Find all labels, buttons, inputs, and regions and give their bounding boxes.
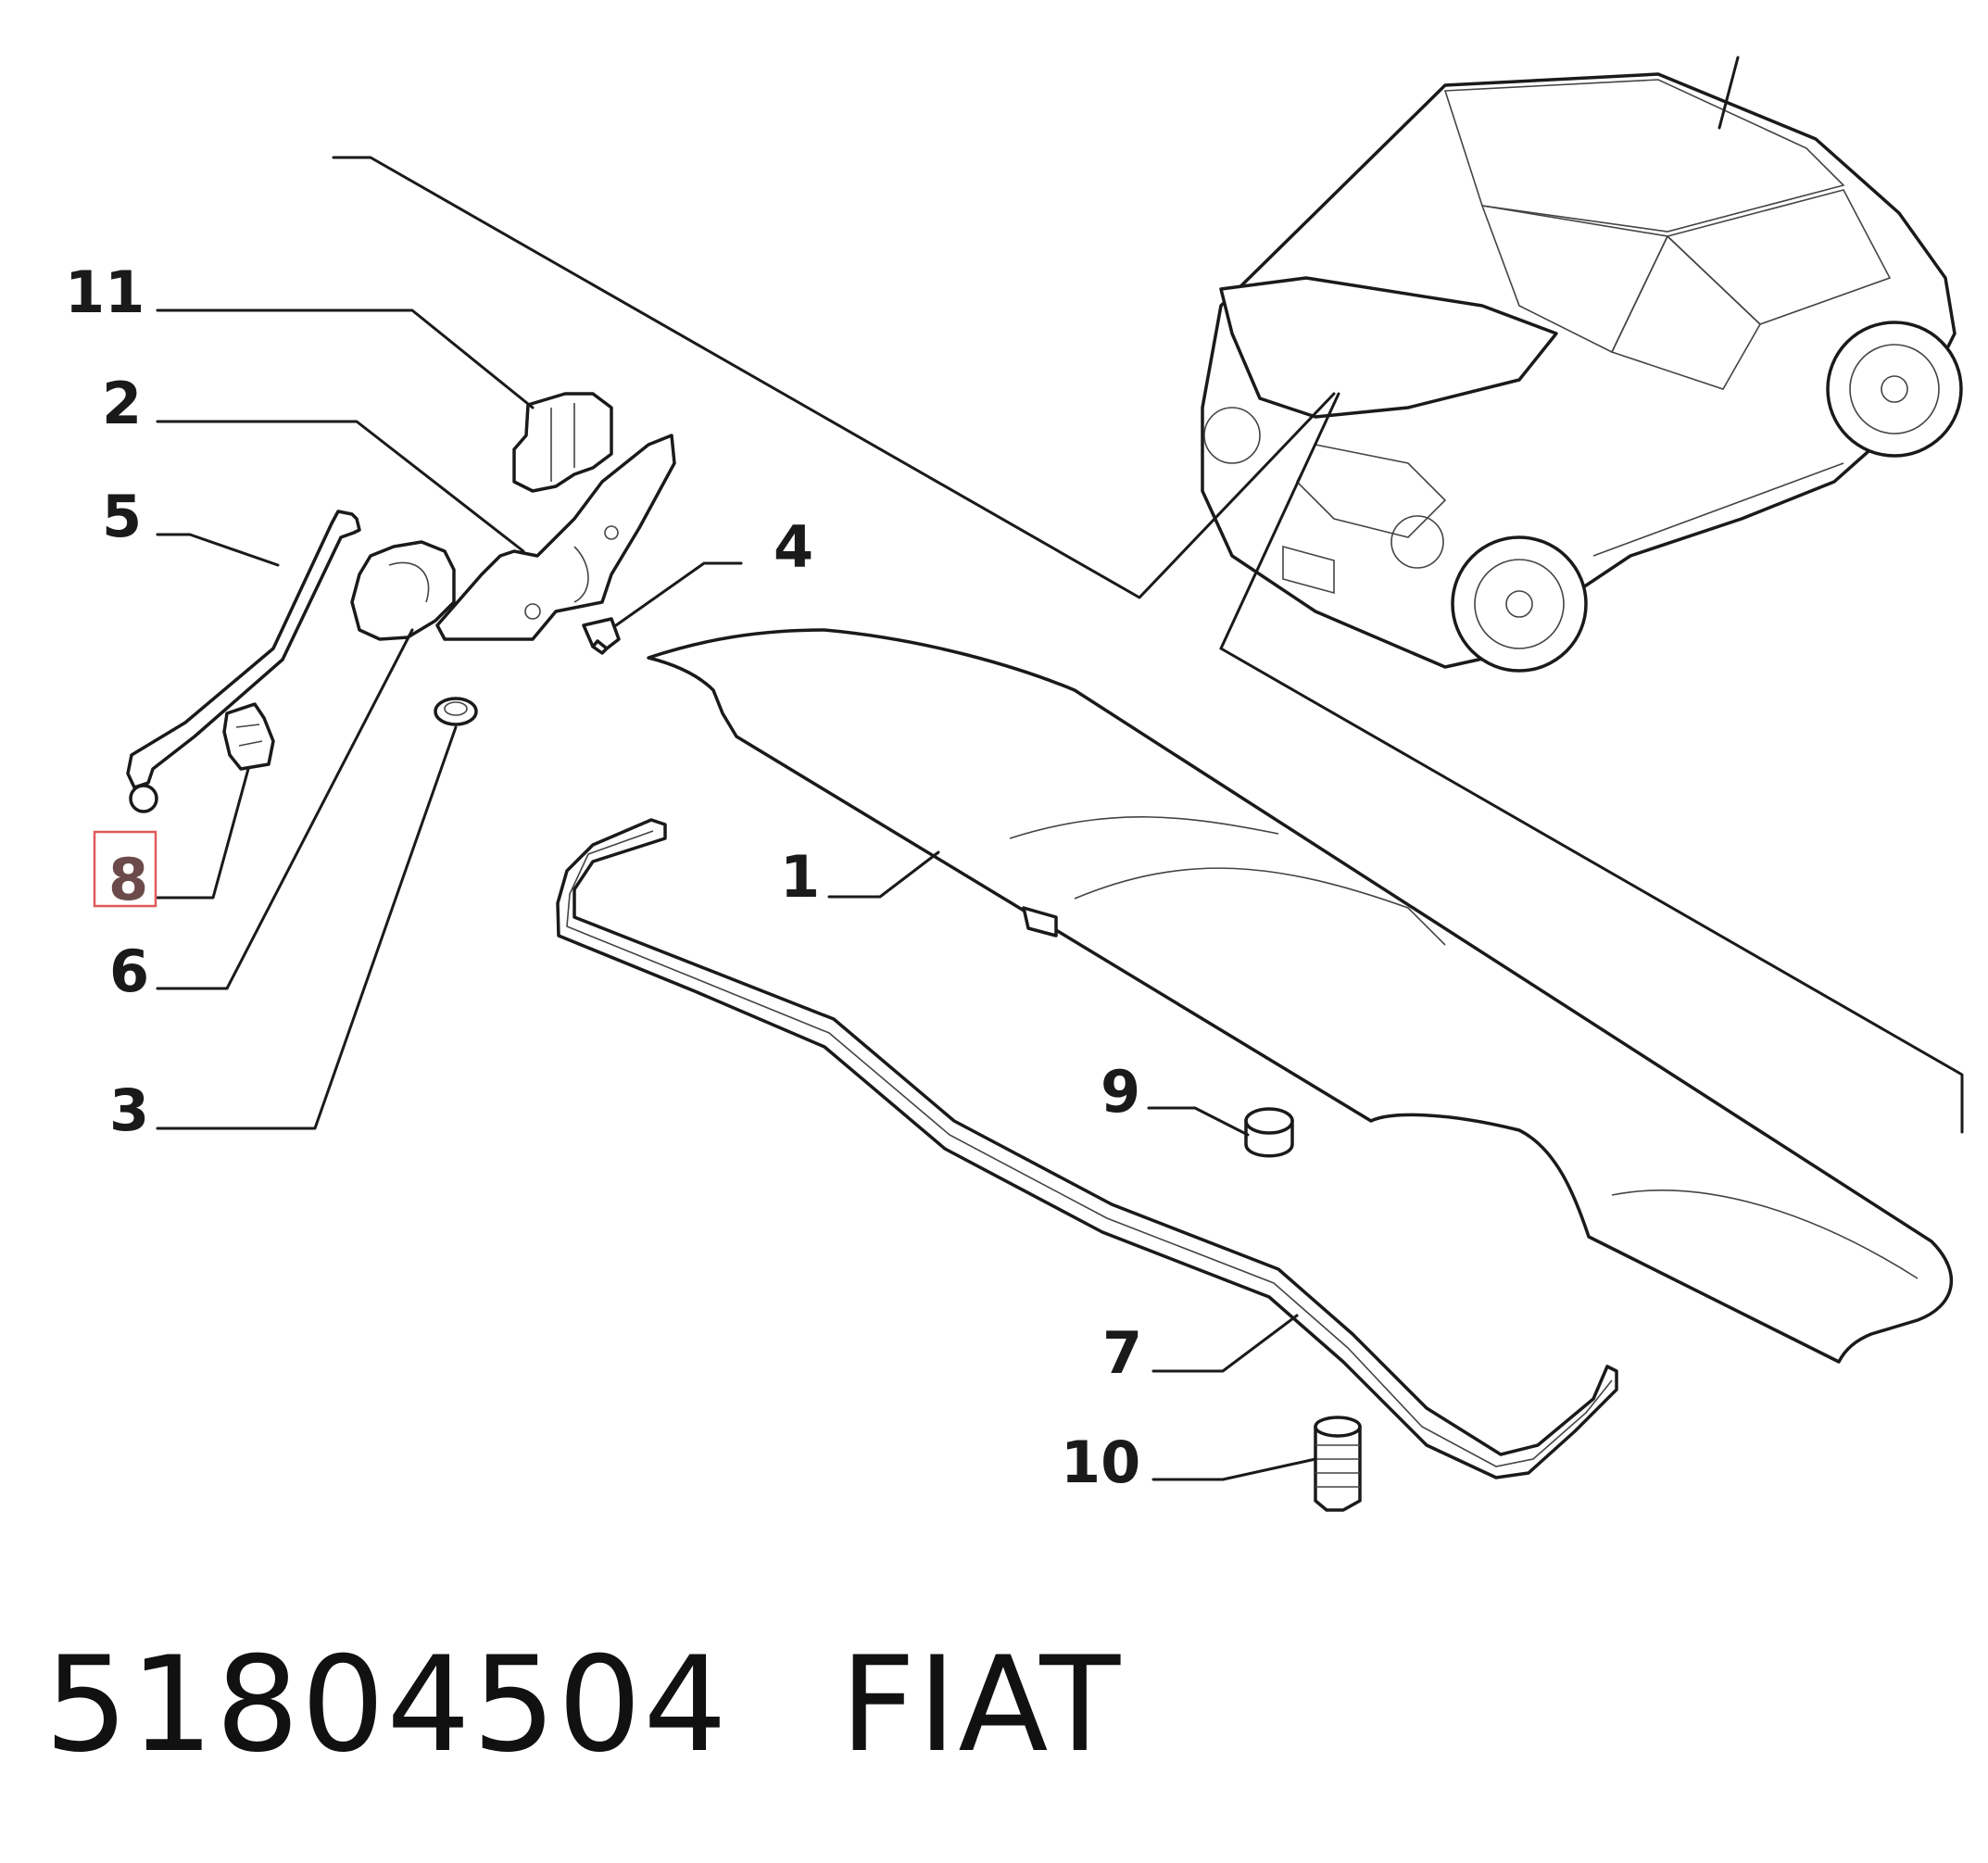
part-7-seal xyxy=(556,818,1618,1479)
leader-6 xyxy=(156,628,414,990)
callout-labels: 11 2 5 4 8 1 6 9 3 7 10 xyxy=(65,258,1142,1496)
leader-lines xyxy=(156,308,1317,1481)
leader-7 xyxy=(1151,1314,1299,1373)
callout-label-10[interactable]: 10 xyxy=(1061,1429,1140,1496)
part-3-grommet xyxy=(434,697,478,726)
part-2-hinge xyxy=(435,434,676,641)
leader-5 xyxy=(156,533,280,567)
part-11-latch xyxy=(512,392,613,493)
part-8-small-clip xyxy=(222,702,275,771)
leader-4 xyxy=(614,561,743,627)
leader-3 xyxy=(156,725,458,1130)
leader-9 xyxy=(1147,1106,1250,1137)
callout-label-11[interactable]: 11 xyxy=(65,258,145,326)
part-10-buffer xyxy=(1314,1416,1362,1512)
part-9-pad xyxy=(1244,1107,1294,1158)
part-4-bolt xyxy=(582,617,621,655)
part-6-clip xyxy=(350,540,456,641)
callout-label-3[interactable]: 3 xyxy=(109,1076,149,1144)
callout-label-9[interactable]: 9 xyxy=(1101,1058,1140,1126)
callout-8-highlight-box xyxy=(93,830,157,908)
brand-name: FIAT xyxy=(839,1628,1123,1781)
part-1-bonnet xyxy=(647,628,1954,1364)
callout-label-4[interactable]: 4 xyxy=(774,513,813,581)
car-illustration xyxy=(1201,56,1963,673)
part-5-rod xyxy=(126,510,361,813)
part-number: 51804504 xyxy=(44,1628,729,1781)
leader-10 xyxy=(1151,1457,1317,1481)
callout-label-5[interactable]: 5 xyxy=(102,483,142,550)
leader-8 xyxy=(156,767,250,900)
assembly-frame xyxy=(332,156,1964,1134)
callout-label-1[interactable]: 1 xyxy=(780,843,820,911)
footer-caption: 51804504 FIAT xyxy=(44,1629,1122,1781)
leader-1 xyxy=(827,850,940,899)
callout-label-6[interactable]: 6 xyxy=(109,938,149,1005)
leader-2 xyxy=(156,420,525,553)
leader-11 xyxy=(156,308,535,409)
callout-label-2[interactable]: 2 xyxy=(102,370,142,437)
callout-label-8[interactable]: 8 xyxy=(108,846,148,913)
callout-label-7[interactable]: 7 xyxy=(1102,1319,1142,1387)
